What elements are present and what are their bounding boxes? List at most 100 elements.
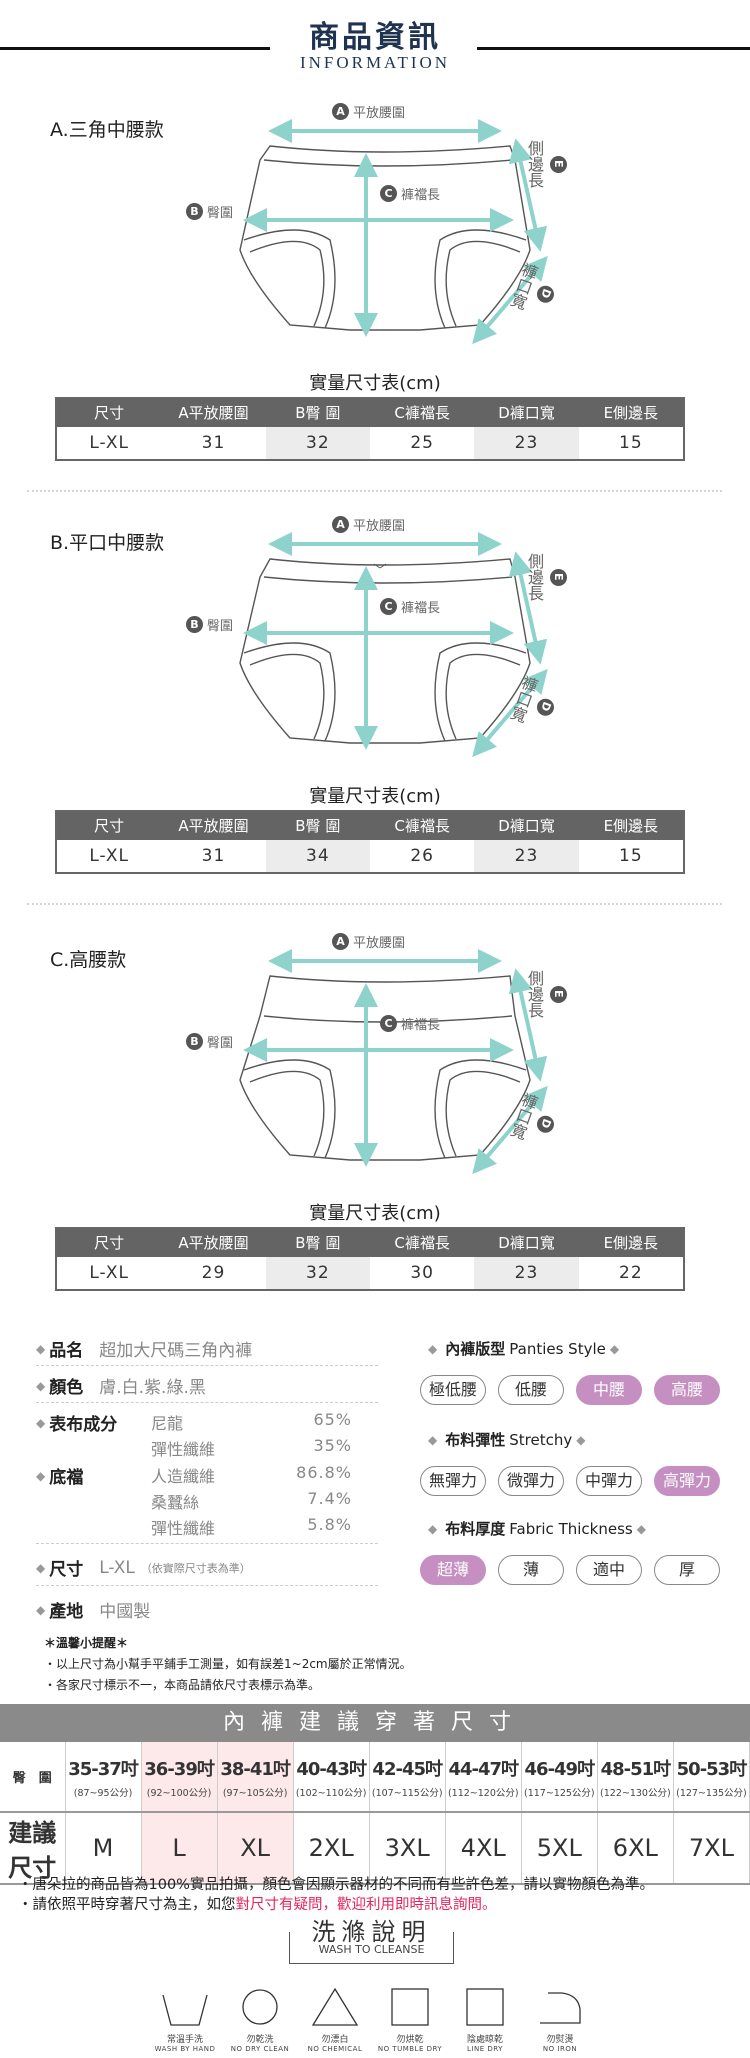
table-cell: L-XL bbox=[89, 1263, 129, 1283]
reminder-title: ＊溫馨小提醒＊ bbox=[44, 1636, 129, 1650]
table-header: 尺寸 bbox=[57, 399, 162, 427]
rec-size-cell: L bbox=[141, 1812, 218, 1883]
rec-size-cell: 4XL bbox=[445, 1812, 522, 1883]
no-bleach-icon bbox=[311, 1987, 359, 2026]
info-label: 品名 bbox=[49, 1341, 84, 1361]
label-side-length: E 側邊長 bbox=[522, 553, 567, 601]
note-line: ・請依照平時穿著尺寸為主，如您對尺寸有疑問，歡迎利用即時訊息詢問。 bbox=[18, 1893, 497, 1914]
table-cell: L-XL bbox=[89, 433, 129, 453]
attribute-option: 超薄 bbox=[420, 1555, 486, 1585]
care-label: 勿烘乾 bbox=[396, 2035, 424, 2045]
reminder-line: ・以上尺寸為小幫手平鋪手工測量，如有誤差1~2cm屬於正常情況。 bbox=[44, 1657, 412, 1671]
hip-cm: (87~95公分) bbox=[73, 1787, 133, 1799]
info-name: ◆品名超加大尺碼三角內褲 bbox=[36, 1336, 378, 1361]
table-header: B臀 圍 bbox=[265, 1229, 370, 1257]
label-letter: A bbox=[332, 103, 349, 120]
label-text: 褲襠長 bbox=[401, 1018, 441, 1033]
attribute-option: 中彈力 bbox=[576, 1466, 642, 1496]
header-line-left bbox=[0, 47, 270, 50]
style-title: A.三角中腰款 bbox=[50, 119, 164, 141]
info-label: 產地 bbox=[49, 1602, 84, 1622]
style-title: C.高腰款 bbox=[50, 949, 127, 971]
care-label: 常溫手洗 bbox=[166, 2035, 203, 2045]
hand-wash-icon bbox=[162, 1994, 208, 2026]
diamond-icon: ◆ bbox=[428, 1341, 438, 1356]
label-hip: B 臀圍 bbox=[186, 202, 233, 221]
label-letter: B bbox=[186, 203, 203, 220]
info-value: 超加大尺碼三角內褲 bbox=[99, 1341, 253, 1361]
info-origin: ◆產地中國製 bbox=[36, 1597, 378, 1622]
divider bbox=[36, 1365, 378, 1366]
table-cell: 22 bbox=[619, 1263, 643, 1283]
attribute-option: 薄 bbox=[498, 1555, 564, 1585]
note-highlight: 對尺寸有疑問，歡迎利用即時訊息詢問。 bbox=[235, 1897, 497, 1913]
hip-cm: (122~130公分) bbox=[600, 1787, 671, 1799]
table-header: E側邊長 bbox=[578, 812, 683, 840]
header-line-right bbox=[477, 47, 750, 50]
material-percent: 86.8% bbox=[296, 1463, 352, 1482]
attribute-label-en: Fabric Thickness bbox=[509, 1519, 633, 1538]
attribute-option: 高彈力 bbox=[654, 1466, 720, 1496]
info-fabric: ◆表布成分 bbox=[36, 1410, 378, 1435]
measure-table-title: 實量尺寸表(cm) bbox=[309, 373, 441, 394]
info-crotch: ◆底襠 bbox=[36, 1463, 378, 1488]
hip-inches: 44-47吋 bbox=[448, 1758, 519, 1780]
panty-outline bbox=[239, 949, 548, 1175]
rec-size-cell: 7XL bbox=[673, 1812, 750, 1883]
hip-label: 臀 圍 bbox=[0, 1742, 66, 1813]
table-cell: 31 bbox=[201, 433, 226, 453]
table-header: E側邊長 bbox=[578, 1229, 683, 1257]
hip-inches: 38-41吋 bbox=[220, 1758, 291, 1780]
rec-size-cell: M bbox=[65, 1812, 142, 1883]
label-text: 側邊長 bbox=[525, 553, 544, 601]
table-cell: 25 bbox=[410, 433, 434, 453]
table-header: D褲口寬 bbox=[474, 1229, 579, 1257]
care-label-en: NO DRY CLEAN bbox=[230, 2045, 290, 2053]
label-letter: B bbox=[186, 1033, 203, 1050]
page-title: 商品資訊 bbox=[309, 20, 441, 55]
diamond-icon: ◆ bbox=[609, 1341, 620, 1356]
rec-size-label: 建議尺寸 bbox=[0, 1812, 66, 1883]
label-letter: E bbox=[550, 568, 567, 586]
hip-range-cell: 38-41吋(97~105公分) bbox=[217, 1742, 294, 1813]
attribute-label-en: Panties Style bbox=[509, 1339, 606, 1358]
line-dry-icon bbox=[466, 1988, 504, 2026]
reminder-line: ・各家尺寸標示不一，本商品請依尺寸表標示為準。 bbox=[44, 1678, 321, 1692]
rec-size-cell: 6XL bbox=[597, 1812, 674, 1883]
table-header: B臀 圍 bbox=[265, 399, 370, 427]
note-line: ・唐朵拉的商品皆為100%實品拍攝，顏色會因顯示器材的不同而有些許色差，請以實物… bbox=[18, 1877, 654, 1893]
no-iron-icon bbox=[540, 1992, 581, 2024]
hip-inches: 40-43吋 bbox=[296, 1758, 367, 1780]
label-letter: C bbox=[380, 185, 397, 202]
diamond-icon: ◆ bbox=[36, 1415, 46, 1430]
attribute-option: 極低腰 bbox=[420, 1375, 486, 1405]
hip-cm: (92~100公分) bbox=[146, 1787, 212, 1799]
label-hip: B 臀圍 bbox=[186, 1032, 233, 1051]
section-divider bbox=[27, 903, 722, 905]
label-text: 側邊長 bbox=[525, 970, 544, 1018]
hip-range-cell: 42-45吋(107~115公分) bbox=[369, 1742, 446, 1813]
label-text: 臀圍 bbox=[207, 206, 234, 221]
hip-inches: 46-49吋 bbox=[524, 1758, 596, 1780]
label-text: 側邊長 bbox=[525, 140, 544, 188]
label-text: 臀圍 bbox=[207, 1036, 234, 1051]
attribute-label-en: Stretchy bbox=[509, 1430, 573, 1449]
wash-subtitle: WASH TO CLEANSE bbox=[318, 1943, 425, 1956]
divider bbox=[36, 1585, 378, 1586]
diamond-icon: ◆ bbox=[36, 1560, 46, 1575]
diamond-icon: ◆ bbox=[576, 1432, 586, 1447]
diamond-icon: ◆ bbox=[36, 1468, 46, 1483]
measure-table-title: 實量尺寸表(cm) bbox=[309, 1203, 441, 1224]
material-percent: 65% bbox=[313, 1410, 352, 1429]
